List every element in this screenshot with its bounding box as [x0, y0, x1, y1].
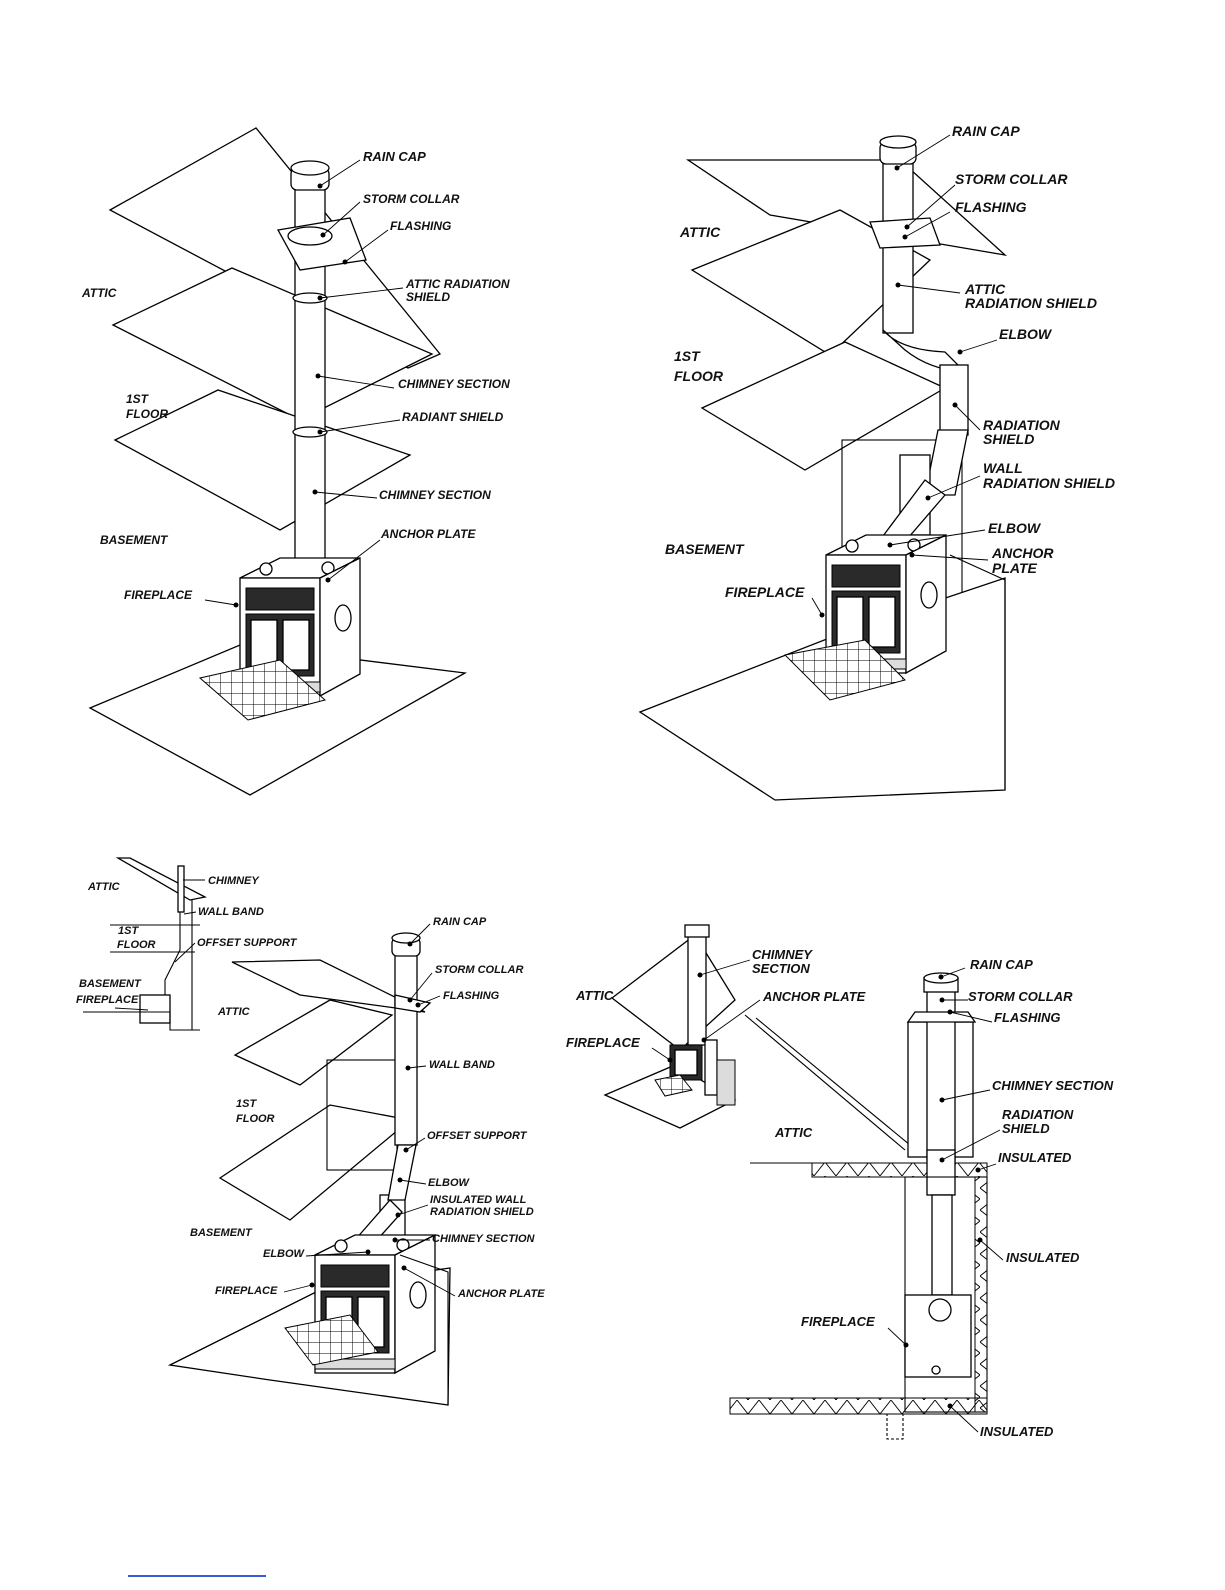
label-radiation-shield-2: SHIELD — [1002, 1121, 1050, 1136]
label-chimney-section: CHIMNEY SECTION — [992, 1078, 1114, 1093]
label-rain-cap: RAIN CAP — [952, 123, 1020, 139]
inset-label-basement: BASEMENT — [79, 978, 142, 990]
inset-label-fireplace: FIREPLACE — [76, 994, 139, 1006]
inset-label-fireplace: FIREPLACE — [566, 1035, 640, 1050]
label-first-floor-2: FLOOR — [236, 1113, 275, 1125]
label-insulated-floor: INSULATED — [980, 1424, 1054, 1439]
label-anchor-plate-2: PLATE — [992, 560, 1038, 576]
label-anchor-plate: ANCHOR PLATE — [380, 527, 476, 541]
label-rain-cap: RAIN CAP — [433, 916, 487, 928]
diagram-bottom-left: ATTIC CHIMNEY WALL BAND 1ST FLOOR OFFSET… — [76, 857, 545, 1406]
label-attic: ATTIC — [81, 286, 117, 300]
label-basement: BASEMENT — [665, 541, 745, 557]
label-first-floor-2: FLOOR — [674, 368, 724, 384]
label-wall-radiation-shield: WALL — [983, 460, 1023, 476]
label-first-floor: 1ST — [236, 1098, 257, 1110]
label-attic: ATTIC — [217, 1006, 251, 1018]
label-radiation-shield: RADIATION — [983, 417, 1061, 433]
label-anchor-plate: ANCHOR — [991, 545, 1054, 561]
label-insulated-wall-radiation-shield: INSULATED WALL — [430, 1194, 527, 1206]
attic-floor — [111, 267, 434, 421]
inset-label-first-floor-2: FLOOR — [117, 939, 156, 951]
label-storm-collar: STORM COLLAR — [363, 192, 460, 206]
label-storm-collar: STORM COLLAR — [968, 989, 1073, 1004]
chimney-pipe — [394, 944, 418, 1146]
label-chimney-section-lower: CHIMNEY SECTION — [379, 488, 491, 502]
insulated-wall — [974, 1176, 988, 1413]
label-flashing: FLASHING — [390, 219, 451, 233]
label-attic-radiation-shield: ATTIC — [964, 281, 1006, 297]
label-first-floor-2: FLOOR — [126, 407, 168, 421]
label-flashing: FLASHING — [443, 990, 500, 1002]
label-chimney-section-upper: CHIMNEY SECTION — [398, 377, 510, 391]
label-elbow-lower: ELBOW — [988, 520, 1042, 536]
insulated-floor — [729, 1397, 988, 1415]
label-first-floor: 1ST — [126, 392, 150, 406]
roof-panel — [231, 959, 426, 1013]
label-radiation-shield: RADIATION — [1002, 1107, 1074, 1122]
inset-label-anchor-plate: ANCHOR PLATE — [762, 989, 866, 1004]
inset-label-wall-band: WALL BAND — [198, 906, 264, 918]
attic-joists — [690, 209, 932, 356]
inset-label-attic: ATTIC — [87, 881, 121, 893]
label-insulated-wall: INSULATED — [1006, 1250, 1080, 1265]
label-wall-band: WALL BAND — [429, 1059, 495, 1071]
label-basement: BASEMENT — [190, 1227, 253, 1239]
attic-floor — [233, 999, 394, 1086]
label-anchor-plate: ANCHOR PLATE — [457, 1288, 545, 1300]
label-chimney-section: CHIMNEY SECTION — [432, 1233, 536, 1245]
label-attic-radiation-shield-2: RADIATION SHIELD — [965, 295, 1097, 311]
label-radiation-shield-2: SHIELD — [983, 431, 1034, 447]
diagram-top-left: RAIN CAP STORM COLLAR FLASHING ATTIC RAD… — [81, 127, 510, 796]
inset-label-attic: ATTIC — [575, 988, 614, 1003]
label-attic-radiation-shield: ATTIC RADIATION — [405, 277, 510, 291]
label-insulated-top: INSULATED — [998, 1150, 1072, 1165]
basement-floor — [88, 644, 468, 796]
inset-label-chimney: CHIMNEY — [208, 875, 260, 887]
diagram-top-right: RAIN CAP STORM COLLAR FLASHING ATTIC ATT… — [638, 123, 1115, 801]
label-insulated-wall-radiation-shield-2: RADIATION SHIELD — [430, 1206, 534, 1218]
label-attic: ATTIC — [679, 224, 721, 240]
roof-line — [744, 1014, 906, 1151]
label-basement: BASEMENT — [100, 533, 169, 547]
label-storm-collar: STORM COLLAR — [955, 171, 1068, 187]
footer-link-underline[interactable] — [128, 1575, 266, 1577]
inset-label-chimney-section: CHIMNEY — [752, 947, 813, 962]
inset-label-first-floor: 1ST — [118, 925, 139, 937]
label-offset-support: OFFSET SUPPORT — [427, 1130, 528, 1142]
label-elbow-upper: ELBOW — [428, 1177, 471, 1189]
label-first-floor: 1ST — [674, 348, 701, 364]
label-attic: ATTIC — [774, 1125, 813, 1140]
label-fireplace: FIREPLACE — [215, 1285, 278, 1297]
inset-label-chimney-section-2: SECTION — [752, 961, 810, 976]
label-fireplace: FIREPLACE — [801, 1314, 875, 1329]
label-elbow-lower: ELBOW — [263, 1248, 306, 1260]
label-elbow-upper: ELBOW — [999, 326, 1053, 342]
label-fireplace: FIREPLACE — [124, 588, 193, 602]
inset-sketch: CHIMNEY SECTION ATTIC ANCHOR PLATE FIREP… — [566, 924, 866, 1129]
inset-sketch: ATTIC CHIMNEY WALL BAND 1ST FLOOR OFFSET… — [76, 857, 298, 1031]
label-rain-cap: RAIN CAP — [970, 957, 1033, 972]
label-wall-radiation-shield-2: RADIATION SHIELD — [983, 475, 1115, 491]
label-storm-collar: STORM COLLAR — [435, 964, 523, 976]
first-floor — [700, 341, 947, 471]
inset-label-offset-support: OFFSET SUPPORT — [197, 937, 298, 949]
first-floor — [113, 389, 412, 531]
label-radiant-shield: RADIANT SHIELD — [402, 410, 504, 424]
label-flashing: FLASHING — [994, 1010, 1060, 1025]
insulated-ceiling — [811, 1162, 988, 1178]
label-rain-cap: RAIN CAP — [363, 149, 426, 164]
label-attic-radiation-shield-2: SHIELD — [406, 290, 450, 304]
label-fireplace: FIREPLACE — [725, 584, 805, 600]
diagram-bottom-right: CHIMNEY SECTION ATTIC ANCHOR PLATE FIREP… — [566, 924, 1114, 1440]
label-flashing: FLASHING — [955, 199, 1027, 215]
